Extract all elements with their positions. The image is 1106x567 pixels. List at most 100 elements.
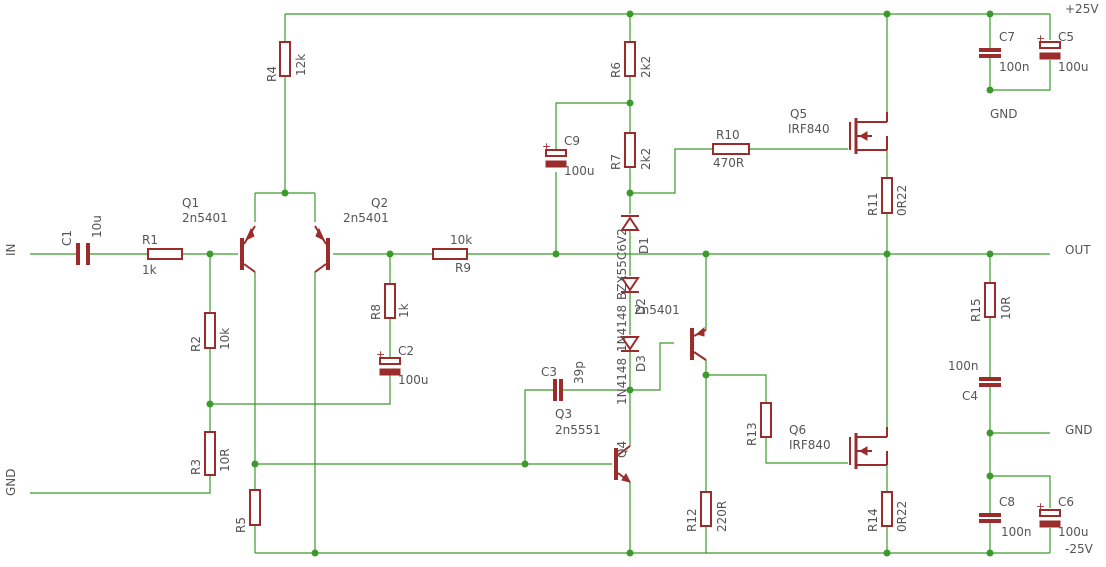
net-labels: IN GND +25V -25V OUT GND GND xyxy=(4,2,1099,556)
svg-text:+: + xyxy=(1036,500,1045,513)
resistor-r11 xyxy=(881,177,893,214)
label-c8-value: 100n xyxy=(1001,525,1032,539)
label-q1-value: 2n5401 xyxy=(182,211,228,225)
capacitor-c7 xyxy=(979,48,1001,58)
label-r8-value: 1k xyxy=(397,303,411,318)
label-c9-value: 100u xyxy=(564,164,595,178)
svg-text:+: + xyxy=(376,348,385,361)
capacitor-c9: + xyxy=(542,140,567,168)
label-d1-name: D1 xyxy=(637,237,651,254)
resistor-r15 xyxy=(984,282,996,318)
junctions xyxy=(206,10,994,557)
label-r2-value: 10k xyxy=(218,328,232,350)
resistor-r13 xyxy=(760,402,772,438)
capacitor-c1 xyxy=(76,243,90,265)
net-label-minus-rail: -25V xyxy=(1065,542,1094,556)
net-label-gnd-left: GND xyxy=(4,468,18,496)
label-c4-value: 100n xyxy=(948,359,979,373)
label-r10-name: R10 xyxy=(716,128,740,142)
label-r15-name: R15 xyxy=(969,298,983,322)
label-c6-value: 100u xyxy=(1058,525,1089,539)
label-c1-name: C1 xyxy=(60,230,74,246)
label-c7-name: C7 xyxy=(999,30,1015,44)
label-r10-value: 470R xyxy=(713,156,744,170)
label-r7-value: 2k2 xyxy=(639,148,653,170)
net-label-in: IN xyxy=(4,243,18,256)
transistors xyxy=(240,112,888,483)
resistor-r8 xyxy=(384,283,396,319)
label-q2-name: Q2 xyxy=(371,196,388,210)
label-r4-name: R4 xyxy=(265,66,279,82)
label-d3-value: 1N4148 xyxy=(615,358,629,405)
capacitor-c3 xyxy=(553,379,563,401)
capacitors: + + + + xyxy=(76,32,1061,528)
label-r3-value: 10R xyxy=(218,448,232,472)
label-d3-name: D3 xyxy=(634,355,648,372)
label-r11-value: 0R22 xyxy=(895,185,909,216)
resistor-r9 xyxy=(432,248,468,260)
capacitor-c5: + xyxy=(1036,32,1061,60)
label-q5-value: IRF840 xyxy=(788,122,830,136)
label-r15-value: 10R xyxy=(999,296,1013,320)
transistor-q3 xyxy=(614,445,631,483)
label-r8-name: R8 xyxy=(369,304,383,320)
label-r9-value: 10k xyxy=(450,233,472,247)
net-label-out: OUT xyxy=(1065,243,1091,257)
label-r14-value: 0R22 xyxy=(895,501,909,532)
label-r12-value: 220R xyxy=(715,501,729,532)
label-r7-name: R7 xyxy=(609,154,623,170)
capacitor-c6: + xyxy=(1036,500,1061,528)
svg-text:+: + xyxy=(542,140,551,153)
resistor-r1 xyxy=(147,248,183,260)
svg-text:+: + xyxy=(1036,32,1045,45)
label-c3-name: C3 xyxy=(541,365,557,379)
diode-d3 xyxy=(620,336,640,352)
label-r1-value: 1k xyxy=(142,263,157,277)
label-r4-value: 12k xyxy=(294,54,308,76)
label-q6-name: Q6 xyxy=(789,423,806,437)
label-c2-name: C2 xyxy=(398,344,414,358)
label-q3-name: Q3 xyxy=(555,407,572,421)
resistor-r7 xyxy=(624,132,636,168)
transistor-q6 xyxy=(849,427,888,469)
transistor-q4 xyxy=(690,326,707,361)
label-r12-name: R12 xyxy=(685,508,699,532)
capacitor-c8 xyxy=(979,513,1001,523)
transistor-q5 xyxy=(849,112,888,154)
transistor-q2 xyxy=(314,225,330,273)
label-q5-name: Q5 xyxy=(790,107,807,121)
label-c9-name: C9 xyxy=(564,134,580,148)
resistor-r12 xyxy=(700,491,712,527)
label-q3-value: 2n5551 xyxy=(555,423,601,437)
wires xyxy=(30,13,1051,554)
label-r3-name: R3 xyxy=(189,459,203,475)
label-r1-name: R1 xyxy=(142,233,158,247)
resistor-r14 xyxy=(881,491,893,527)
label-r11-name: R11 xyxy=(866,192,880,216)
capacitor-c4 xyxy=(979,377,1001,387)
label-r14-name: R14 xyxy=(866,508,880,532)
resistor-r2 xyxy=(204,312,216,349)
diode-d2 xyxy=(620,277,640,293)
label-c5-value: 100u xyxy=(1058,60,1089,74)
resistor-r5 xyxy=(249,489,261,526)
label-q4-value: 2n5401 xyxy=(634,303,680,317)
resistor-r4 xyxy=(279,41,291,77)
label-q6-value: IRF840 xyxy=(789,438,831,452)
label-q2-value: 2n5401 xyxy=(343,211,389,225)
label-c8-name: C8 xyxy=(999,495,1015,509)
diode-d1 xyxy=(620,215,640,231)
label-c1-value: 10u xyxy=(90,215,104,238)
label-r6-value: 2k2 xyxy=(639,56,653,78)
resistor-r3 xyxy=(204,431,216,476)
capacitor-c2: + xyxy=(376,348,401,376)
label-d2-name: D2 xyxy=(634,298,648,315)
label-c5-name: C5 xyxy=(1058,30,1074,44)
label-r6-name: R6 xyxy=(609,62,623,78)
label-d1-value: BZX55C6V2 xyxy=(615,228,629,300)
resistors xyxy=(147,41,996,527)
label-r5-name: R5 xyxy=(234,517,248,533)
net-label-gnd-right: GND xyxy=(1065,423,1093,437)
